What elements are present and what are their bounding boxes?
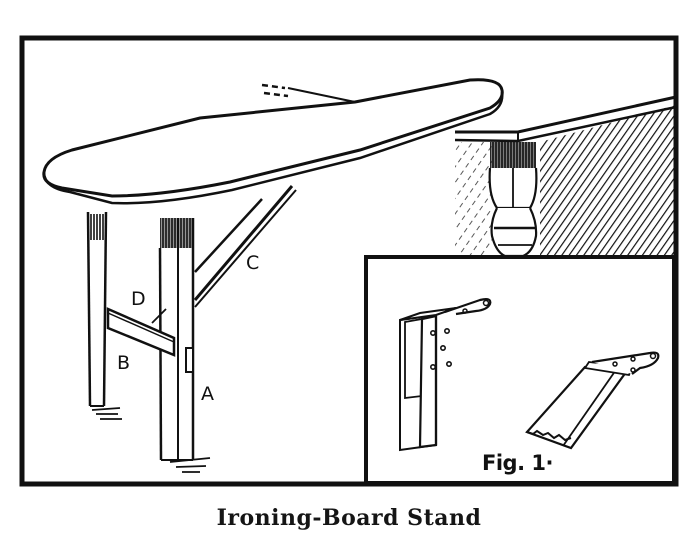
crosspiece-d [106, 307, 176, 357]
part-label-c: C [246, 252, 260, 274]
ironing-board [42, 78, 504, 205]
inset-figure-label: Fig. 1· [482, 451, 553, 475]
part-label-a: A [201, 383, 214, 405]
leg-b [86, 211, 122, 420]
figure-caption: Ironing-Board Stand [216, 505, 482, 531]
hinge-detail-right [525, 351, 660, 450]
table [454, 95, 677, 258]
part-label-d: D [131, 288, 146, 310]
leg-a [158, 218, 211, 473]
hinge-detail-left [399, 298, 492, 452]
inset-fig1 [364, 255, 676, 485]
part-label-b: B [117, 352, 131, 374]
brace-c [193, 185, 297, 308]
